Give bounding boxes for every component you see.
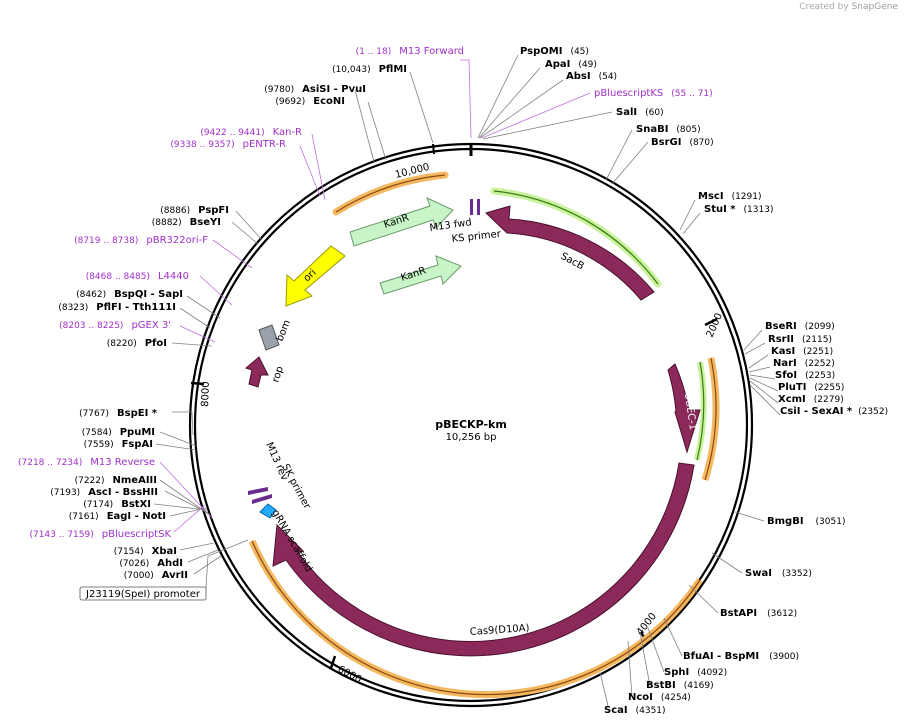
- site-ncoi[interactable]: NcoI(4254): [628, 692, 691, 703]
- site-bsrgi[interactable]: BsrGI(870): [651, 137, 714, 148]
- site-bstbi[interactable]: BstBI(4169): [646, 680, 714, 691]
- site-apai[interactable]: ApaI(49): [545, 59, 597, 70]
- site-fspai[interactable]: (7559)FspAI: [84, 439, 153, 450]
- site-bfuai-bspmi[interactable]: BfuAI - BspMI(3900): [683, 651, 799, 662]
- feature-sacb-label: SacB: [559, 251, 586, 272]
- site-asisi-pvui[interactable]: (9780)AsiSI - PvuI: [264, 84, 366, 95]
- site-bspqi-sapi[interactable]: (8462)BspQI - SapI: [76, 289, 183, 300]
- site-absi[interactable]: AbsI(54): [566, 71, 617, 82]
- tick-6000-mark: [329, 655, 337, 669]
- orange-track-top-core: [335, 174, 446, 213]
- site-sali[interactable]: SalI(60): [616, 107, 664, 118]
- primer-l4440[interactable]: (8468 .. 8485)L4440: [86, 271, 189, 282]
- tick-2000-label: 2000: [705, 311, 725, 339]
- tick-2000-mark: [704, 317, 718, 327]
- site-bseyi[interactable]: (8882)BseYI: [152, 217, 221, 228]
- site-snabi[interactable]: SnaBI(805): [636, 124, 701, 135]
- sites-left: (1 .. 18)M13 Forward (10,043)PflMI (9780…: [18, 46, 464, 581]
- site-avrii[interactable]: (7000)AvrII: [124, 570, 188, 581]
- feature-grna-arrow[interactable]: [259, 503, 277, 519]
- site-msci[interactable]: MscI(1291): [698, 191, 762, 202]
- site-bstxi[interactable]: (7174)BstXI: [83, 499, 151, 510]
- site-econi[interactable]: (9692)EcoNI: [275, 96, 345, 107]
- tick-6000-label: 6000: [336, 664, 364, 686]
- sites-right: PspOMI(45) ApaI(49) AbsI(54) pBluescript…: [520, 46, 888, 716]
- primer-m13-reverse[interactable]: (7218 .. 7234)M13 Reverse: [18, 457, 155, 468]
- outer-tracks: [248, 171, 720, 699]
- site-pfoi[interactable]: (8220)PfoI: [107, 338, 167, 349]
- site-ppumi[interactable]: (7584)PpuMI: [82, 427, 155, 438]
- site-pspomi[interactable]: PspOMI(45): [520, 46, 589, 57]
- site-swai[interactable]: SwaI(3352): [745, 568, 812, 579]
- site-rsrii[interactable]: RsrII(2115): [768, 334, 832, 345]
- primer-m13rev-mark: [248, 487, 268, 495]
- primer-m13fwd-mark: [470, 199, 473, 215]
- site-bmgbi[interactable]: BmgBI(3051): [767, 516, 845, 527]
- tick-8000-mark: [190, 381, 205, 386]
- site-bspei[interactable]: (7767)BspEI *: [79, 408, 158, 419]
- plasmid-name: pBECKP-km: [435, 418, 507, 431]
- site-bstapi[interactable]: BstAPI(3612): [720, 608, 797, 619]
- feature-kanr-2-arrow[interactable]: [379, 255, 462, 295]
- green-track-right-core: [696, 361, 705, 461]
- backbone: [188, 142, 754, 708]
- primer-pbluescriptsk[interactable]: (7143 .. 7159)pBluescriptSK: [29, 529, 171, 540]
- feature-bom-box[interactable]: [258, 324, 280, 351]
- plasmid-length: 10,256 bp: [446, 432, 497, 443]
- site-csii-sexai[interactable]: CsiI - SexAI *(2352): [780, 406, 888, 417]
- site-xbai[interactable]: (7154)XbaI: [114, 546, 177, 557]
- site-ahdi[interactable]: (7026)AhdI: [119, 558, 183, 569]
- primer-kan-r[interactable]: (9422 .. 9441)Kan-R: [200, 127, 302, 138]
- feature-bom-label: bom: [275, 318, 294, 343]
- site-pspfi[interactable]: (8886)PspFI: [160, 205, 229, 216]
- tick-8000-label: 8000: [200, 381, 212, 407]
- center-title: pBECKP-km 10,256 bp: [435, 418, 507, 443]
- site-nmeaiii[interactable]: (7222)NmeAIII: [75, 475, 157, 486]
- site-pflmi[interactable]: (10,043)PflMI: [332, 64, 407, 75]
- orange-track-bottom-core: [251, 540, 701, 696]
- site-sfoi[interactable]: SfoI(2253): [775, 370, 835, 381]
- primer-pentr-r[interactable]: (9338 .. 9357)pENTR-R: [170, 139, 286, 150]
- snapgene-credit: Created by SnapGene: [799, 2, 898, 12]
- primer-pbr322ori-f[interactable]: (8719 .. 8738)pBR322ori-F: [74, 235, 208, 246]
- feature-cas9-arrow[interactable]: [272, 462, 695, 657]
- site-stui[interactable]: StuI *(1313): [704, 204, 773, 215]
- feature-ori-arrow[interactable]: [285, 245, 346, 307]
- leader-lines: [153, 54, 781, 707]
- primer-sk-mark: [252, 494, 272, 504]
- promoter-label: J23119(SpeI) promoter: [85, 589, 201, 600]
- site-scai[interactable]: ScaI(4351): [604, 705, 666, 716]
- primer-pbluescriptks[interactable]: pBluescriptKS(55 .. 71): [594, 88, 713, 99]
- primer-m13-forward[interactable]: (1 .. 18)M13 Forward: [356, 46, 464, 57]
- site-pflfi-tth111i[interactable]: (8323)PflFI - Tth111I: [58, 302, 176, 313]
- site-eagi-noti[interactable]: (7161)EagI - NotI: [69, 511, 166, 522]
- site-kasi[interactable]: KasI(2251): [771, 346, 833, 357]
- site-asci-bsshii[interactable]: (7193)AscI - BssHII: [50, 487, 158, 498]
- site-pluti[interactable]: PluTI(2255): [778, 382, 844, 393]
- feature-kanr-1-arrow[interactable]: [349, 197, 454, 247]
- site-nari[interactable]: NarI(2252): [773, 358, 835, 369]
- promoter-box[interactable]: J23119(SpeI) promoter: [79, 586, 207, 601]
- feature-cas9-label: Cas9(D10A): [469, 623, 529, 638]
- feature-rop-arrow[interactable]: [244, 356, 269, 388]
- orange-track-bottom: [248, 539, 703, 699]
- tick-10000-mark: [432, 143, 435, 155]
- site-xcmi[interactable]: XcmI(2279): [778, 394, 844, 405]
- primer-pgex3[interactable]: (8203 .. 8225)pGEX 3': [59, 320, 171, 331]
- feature-apobec1-arrow[interactable]: [667, 363, 701, 454]
- primer-sk-label: SK primer: [279, 462, 312, 512]
- green-track-top-core: [493, 190, 659, 285]
- site-sphi[interactable]: SphI(4092): [664, 667, 727, 678]
- orange-track-right-core: [704, 357, 717, 481]
- feature-rop-label: rop: [270, 365, 286, 384]
- primer-ks-label: KS primer: [451, 229, 502, 245]
- primer-ks-mark: [477, 199, 480, 215]
- site-bseri[interactable]: BseRI(2099): [765, 321, 835, 332]
- feature-sacb-arrow[interactable]: [485, 205, 655, 301]
